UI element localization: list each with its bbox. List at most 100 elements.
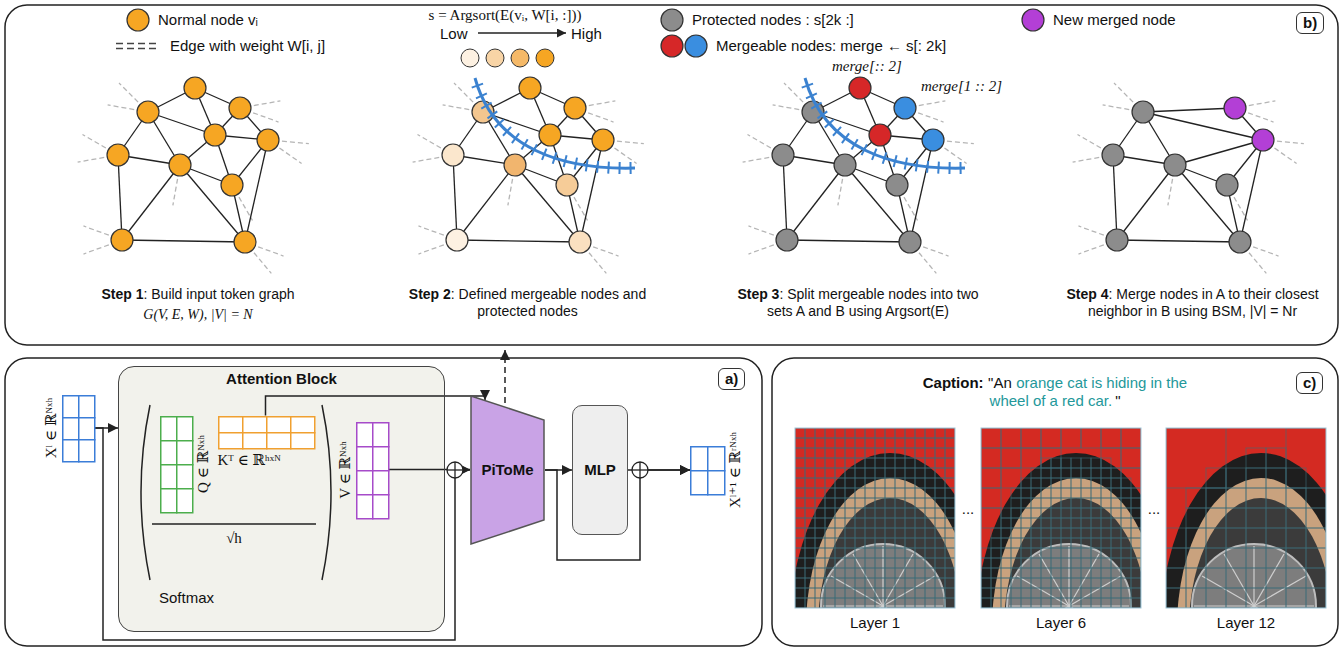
token-cell: [895, 458, 905, 468]
token-cell: [1031, 548, 1041, 558]
token-cell: [815, 508, 825, 518]
token-cell: [1011, 588, 1021, 598]
matrix-cell: [290, 432, 314, 448]
token-cell: [875, 508, 885, 518]
token-cell: [895, 448, 905, 458]
token-cell: [1041, 528, 1051, 538]
text-holder: c): [1303, 374, 1316, 392]
graph-edge: [1113, 155, 1117, 240]
graph-stub: [1274, 148, 1296, 163]
token-cell: [895, 468, 905, 478]
shade-sample: [536, 49, 554, 67]
text-holder: PiToMe: [470, 395, 545, 545]
token-cell: [815, 548, 825, 558]
image-frame: [981, 428, 1141, 608]
graph-stub: [443, 105, 470, 110]
wheel-arch: [1166, 453, 1326, 608]
token-cell: [945, 518, 955, 528]
token-cell: [1031, 518, 1041, 528]
token-cell: [1071, 508, 1081, 518]
token-cell: [1091, 588, 1101, 598]
token-cell: [805, 548, 815, 558]
token-cell: [1081, 588, 1091, 598]
graph-edge: [1143, 108, 1235, 112]
token-cell: [905, 458, 915, 468]
matrix-label: V ∈ ℝᴺˣʰ: [336, 441, 352, 499]
token-cell: [815, 488, 825, 498]
token-cell: [1051, 498, 1061, 508]
token-cell: [855, 538, 865, 548]
token-cell: [1001, 598, 1011, 608]
text-holder: Xˡ⁺¹ ∈ ℝʳᴺˣʰ: [726, 432, 744, 508]
token-cell: [935, 588, 945, 598]
text-holder: Kᵀ ∈ ℝʰˣᴺ: [218, 451, 281, 469]
graph-node: [1252, 129, 1274, 151]
token-cell: [1081, 458, 1091, 468]
token-cell: [845, 548, 855, 558]
split-tick: [802, 84, 813, 88]
token-cell: [1101, 568, 1111, 578]
token-cell: [945, 498, 955, 508]
token-cell: [835, 578, 845, 588]
token-cell: [1101, 468, 1111, 478]
graph-node: [107, 144, 129, 166]
token-cell: [805, 558, 815, 568]
token-cell: [981, 448, 1001, 468]
token-cell: [805, 508, 815, 518]
token-cell: [1031, 558, 1041, 568]
token-cell: [885, 518, 895, 528]
token-cell: [865, 518, 875, 528]
graph-stub: [773, 105, 800, 110]
graph-edge: [180, 165, 245, 242]
wheel-spoke: [1194, 605, 1254, 606]
token-cell: [865, 508, 875, 518]
matrix-grid: [356, 422, 388, 518]
label-group: G(V, E, W), |V| = N: [78, 306, 318, 324]
layer-image: [1166, 428, 1326, 608]
token-cell: [1206, 548, 1226, 568]
token-cell: [875, 578, 885, 588]
split-curve-line: [475, 78, 635, 168]
token-cell: [895, 498, 905, 508]
token-cell: [935, 458, 945, 468]
token-cell: [1081, 498, 1091, 508]
token-cell: [1021, 518, 1031, 528]
token-cell: [845, 578, 855, 588]
token-cell: [945, 588, 955, 598]
token-cell: [1011, 488, 1021, 498]
token-cell: [1061, 588, 1071, 598]
token-cell: [1186, 508, 1206, 528]
token-cell: [865, 578, 875, 588]
token-cell: [1101, 458, 1111, 468]
token-cell: [1061, 428, 1081, 448]
token-cell: [1021, 478, 1031, 488]
token-cell: [1081, 568, 1091, 578]
legend-text: Mergeable nodes: merge ← s[: 2k]: [716, 37, 946, 54]
token-cell: [935, 578, 945, 588]
graph-stub: [254, 253, 271, 274]
token-cell: [935, 428, 945, 438]
token-cell: [945, 598, 955, 608]
label-group: Layer 6: [981, 614, 1141, 632]
token-cell: [875, 528, 885, 538]
token-cell: [865, 558, 875, 568]
graph-node: [446, 229, 468, 251]
token-cell: [935, 468, 945, 478]
token-graph: [743, 77, 974, 273]
token-cell: [1226, 548, 1246, 568]
matrix-cell: [160, 464, 176, 488]
token-cell: [905, 498, 915, 508]
token-cell: [865, 428, 875, 438]
token-cell: [885, 568, 895, 578]
token-cell: [915, 478, 925, 488]
token-cell: [845, 438, 855, 448]
matrix-cell: [356, 446, 372, 470]
token-cell: [845, 598, 855, 608]
parenthesis: [322, 405, 331, 580]
token-cell: [1061, 488, 1071, 498]
label-group: Step 1: Build input token graph: [78, 286, 318, 303]
token-cell: [1131, 528, 1141, 538]
token-cell: [865, 528, 875, 538]
matrix-label: Kᵀ ∈ ℝʰˣᴺ: [218, 452, 281, 468]
